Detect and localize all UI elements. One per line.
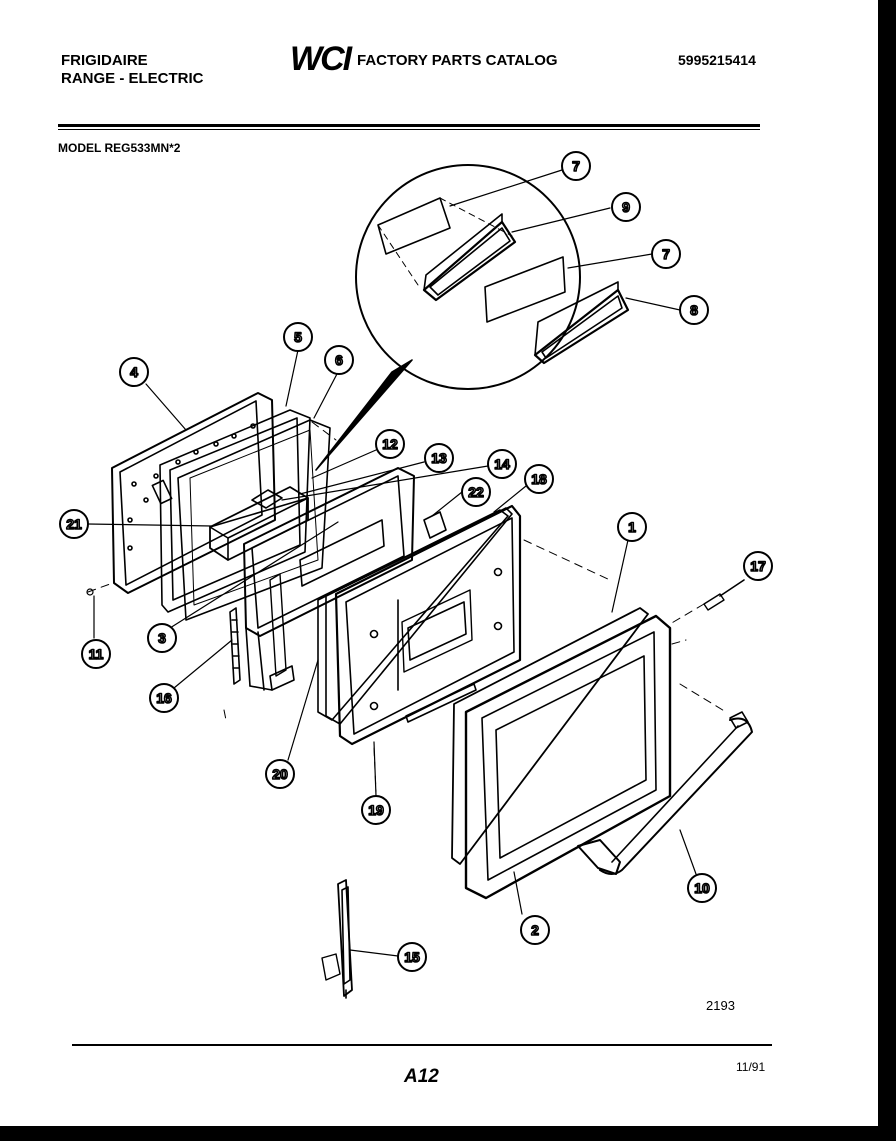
brand-name: FRIGIDAIRE bbox=[61, 52, 148, 69]
catalog-date: 11/91 bbox=[736, 1060, 766, 1074]
callout-6: 6 bbox=[324, 345, 354, 375]
callout-group: 7 9 7 8 5 6 4 12 13 14 18 22 21 1 17 3 1… bbox=[59, 151, 773, 972]
detail-glass-lower bbox=[484, 256, 566, 323]
callout-2: 2 bbox=[520, 915, 550, 945]
svg-text:15: 15 bbox=[404, 949, 420, 965]
callout-13: 13 bbox=[424, 443, 454, 473]
callout-7a: 7 bbox=[561, 151, 591, 181]
detail-gasket-lower bbox=[533, 281, 630, 365]
callout-20: 20 bbox=[265, 759, 295, 789]
callout-22: 22 bbox=[461, 477, 491, 507]
detail-magnifier bbox=[315, 164, 630, 471]
callout-17: 17 bbox=[743, 551, 773, 581]
hinge-strip bbox=[229, 607, 241, 685]
callout-8: 8 bbox=[679, 295, 709, 325]
scan-border-right bbox=[878, 0, 896, 1141]
svg-text:13: 13 bbox=[431, 450, 447, 466]
svg-text:3: 3 bbox=[158, 630, 166, 646]
callout-14: 14 bbox=[487, 449, 517, 479]
door-handle bbox=[577, 711, 753, 875]
svg-text:10: 10 bbox=[694, 880, 710, 896]
door-liner bbox=[243, 467, 415, 691]
page-label: A12 bbox=[404, 1066, 439, 1087]
footer-rule bbox=[72, 1044, 772, 1046]
svg-text:9: 9 bbox=[622, 199, 630, 215]
svg-text:16: 16 bbox=[156, 690, 172, 706]
svg-text:18: 18 bbox=[531, 471, 547, 487]
figure-number: 2193 bbox=[706, 998, 735, 1013]
screw-11 bbox=[86, 588, 94, 596]
catalog-part-number: 5995215414 bbox=[678, 52, 756, 68]
svg-text:22: 22 bbox=[468, 484, 484, 500]
leader-lines bbox=[87, 169, 697, 957]
svg-text:11: 11 bbox=[89, 646, 104, 662]
svg-text:14: 14 bbox=[494, 456, 510, 472]
svg-text:2: 2 bbox=[531, 922, 539, 938]
callout-12: 12 bbox=[375, 429, 405, 459]
callout-9: 9 bbox=[611, 192, 641, 222]
inner-door-panel bbox=[111, 392, 331, 621]
hinge-bracket bbox=[321, 879, 353, 999]
callout-15: 15 bbox=[397, 942, 427, 972]
header-rule-thin bbox=[58, 129, 760, 130]
svg-text:17: 17 bbox=[750, 558, 766, 574]
callout-16: 16 bbox=[149, 683, 179, 713]
header-rule bbox=[58, 124, 760, 127]
svg-text:1: 1 bbox=[628, 519, 636, 535]
callout-18: 18 bbox=[524, 464, 554, 494]
outer-door-panel bbox=[317, 504, 522, 746]
product-type: RANGE - ELECTRIC bbox=[61, 70, 204, 87]
handle-screw bbox=[669, 579, 745, 625]
svg-text:7: 7 bbox=[572, 158, 580, 174]
callout-1: 1 bbox=[617, 512, 647, 542]
svg-text:6: 6 bbox=[335, 352, 343, 368]
svg-text:12: 12 bbox=[382, 436, 398, 452]
svg-text:20: 20 bbox=[272, 766, 288, 782]
wci-logo: WCI bbox=[290, 40, 352, 78]
catalog-title: FACTORY PARTS CATALOG bbox=[357, 52, 558, 69]
svg-text:4: 4 bbox=[130, 364, 138, 380]
svg-text:19: 19 bbox=[368, 802, 384, 818]
detail-gasket-upper bbox=[422, 213, 517, 302]
scan-border-bottom bbox=[0, 1126, 896, 1141]
svg-text:7: 7 bbox=[662, 246, 670, 262]
callout-21: 21 bbox=[59, 509, 89, 539]
svg-text:21: 21 bbox=[66, 516, 82, 532]
assembly-guides bbox=[87, 421, 727, 793]
brand-block: FRIGIDAIRE RANGE - ELECTRIC bbox=[61, 52, 204, 88]
detail-glass-top bbox=[377, 197, 451, 255]
svg-text:8: 8 bbox=[690, 302, 698, 318]
door-frame bbox=[451, 607, 672, 900]
callout-5: 5 bbox=[283, 322, 313, 352]
svg-text:5: 5 bbox=[294, 329, 302, 345]
callout-11: 11 bbox=[81, 639, 111, 669]
callout-3: 3 bbox=[147, 623, 177, 653]
callout-4: 4 bbox=[119, 357, 149, 387]
callout-10: 10 bbox=[687, 873, 717, 903]
callout-7b: 7 bbox=[651, 239, 681, 269]
callout-19: 19 bbox=[361, 795, 391, 825]
model-number: MODEL REG533MN*2 bbox=[58, 141, 181, 155]
